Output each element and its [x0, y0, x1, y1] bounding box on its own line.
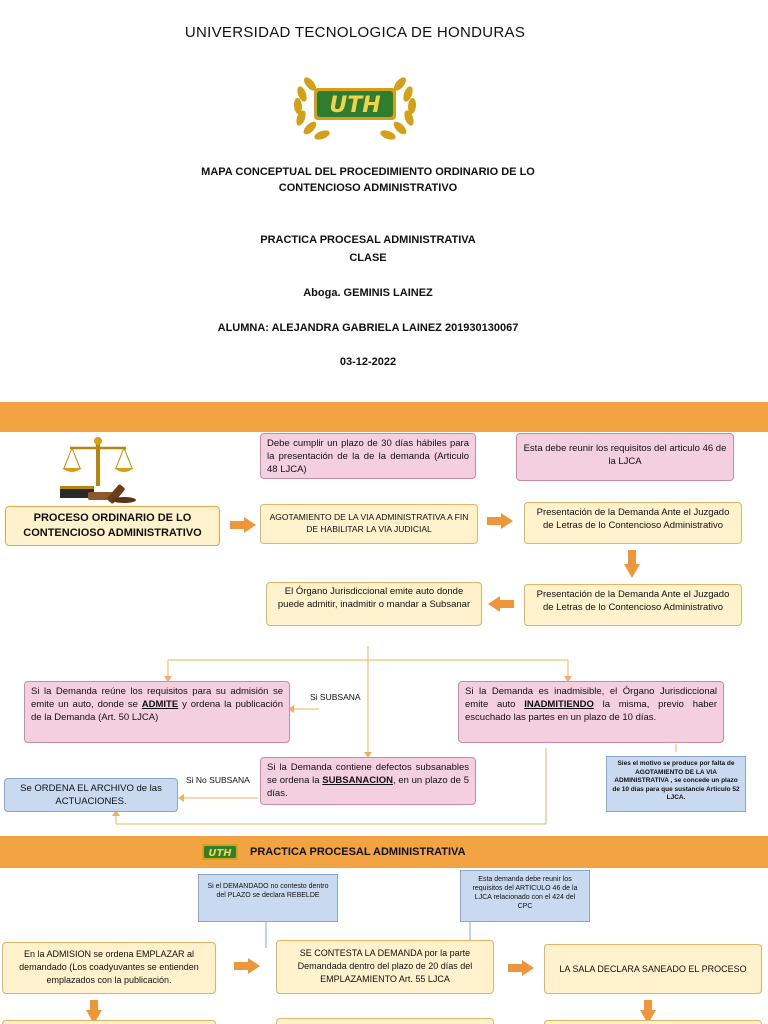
inadmite-keyword: INADMITIENDO — [524, 699, 594, 710]
arrow-down-icon — [86, 1000, 102, 1024]
admision-box: En la ADMISION se ordena EMPLAZAR al dem… — [2, 942, 216, 994]
map-title-line2: CONTENCIOSO ADMINISTRATIVO — [278, 182, 458, 194]
requisitos-note-box: Esta debe reunir los requisitos del arti… — [516, 433, 734, 481]
rebelde-note-box: Si el DEMANDADO no contesto dentro del P… — [198, 874, 338, 922]
admite-keyword: ADMITE — [141, 699, 179, 710]
section-bar-2 — [0, 836, 768, 868]
agotamiento-box: AGOTAMIENTO DE LA VIA ADMINISTRATIVA A F… — [260, 504, 478, 544]
plazo-note-box: Debe cumplir un plazo de 30 días hábiles… — [260, 433, 476, 479]
admite-box: Si la Demanda reúne los requisitos para … — [24, 681, 290, 743]
inadmite-text-pre: Si la Demanda es inadmisible, el Órgano … — [465, 686, 717, 710]
logo-text: UTH — [329, 93, 380, 118]
arrow-right-icon — [234, 958, 260, 974]
organo-box: El Órgano Jurisdiccional emite auto dond… — [266, 582, 482, 626]
university-name: UNIVERSIDAD TECNOLOGICA DE HONDURAS — [184, 24, 526, 41]
inadmite-text-post: la misma, previo haber escuchado las par… — [465, 699, 718, 723]
section-bar-1 — [0, 402, 768, 432]
scales-of-justice-icon — [54, 436, 144, 506]
uth-logo-small: UTH — [196, 840, 244, 864]
main-process-box: PROCESO ORDINARIO DE LO CONTENCIOSO ADMI… — [5, 506, 220, 546]
subsana-keyword: SUBSANACION — [322, 775, 393, 786]
presentacion-box-1: Presentación de la Demanda Ante el Juzga… — [524, 502, 742, 544]
subsana-box: Si la Demanda contiene defectos subsanab… — [260, 757, 476, 805]
map-title-line1: MAPA CONCEPTUAL DEL PROCEDIMIENTO ORDINA… — [201, 166, 535, 178]
date: 03-12-2022 — [339, 356, 397, 368]
arrow-right-icon — [230, 517, 256, 533]
next-box-right — [544, 1020, 762, 1024]
uth-logo: UTH — [288, 64, 422, 146]
si-no-subsana-label: Si No SUBSANA — [186, 775, 250, 785]
next-box-left — [2, 1020, 216, 1024]
requisitos-note-box-2: Esta demanda debe reunir los requisitos … — [460, 870, 590, 922]
admite-text-pre: Si la Demanda reúne los requisitos para … — [31, 686, 283, 710]
student-name: ALUMNA: ALEJANDRA GABRIELA LAINEZ 201930… — [217, 322, 519, 334]
section-2-title: PRACTICA PROCESAL ADMINISTRATIVA — [250, 846, 466, 858]
map1-connectors — [112, 646, 677, 825]
arrow-left-icon — [488, 596, 514, 612]
subsana-text-post: , en un plazo de 5 días. — [267, 775, 469, 799]
arrow-down-icon — [624, 550, 640, 578]
motivo-note-box: Sies el motivo se produce por falta de A… — [606, 756, 746, 812]
laurel-wreath-icon: UTH — [293, 77, 417, 140]
contesta-box: SE CONTESTA LA DEMANDA por la parte Dema… — [276, 940, 494, 994]
arrow-right-icon — [487, 513, 513, 529]
arrow-down-icon — [640, 1000, 656, 1024]
next-box-center — [276, 1018, 494, 1024]
saneado-box: LA SALA DECLARA SANEADO EL PROCESO — [544, 944, 762, 994]
course-subtitle: CLASE — [349, 252, 387, 264]
presentacion-box-2: Presentación de la Demanda Ante el Juzga… — [524, 584, 742, 626]
course-title: PRACTICA PROCESAL ADMINISTRATIVA — [260, 234, 476, 246]
si-subsana-label: Si SUBSANA — [310, 692, 361, 702]
archivo-box: Se ORDENA EL ARCHIVO de las ACTUACIONES. — [4, 778, 178, 812]
arrow-right-icon — [508, 960, 534, 976]
admite-text-post: y ordena la publicación de la Demanda (A… — [31, 699, 283, 723]
inadmite-box: Si la Demanda es inadmisible, el Órgano … — [458, 681, 724, 743]
teacher-name: Aboga. GEMINIS LAINEZ — [303, 287, 433, 299]
subsana-text-pre: Si la Demanda contiene defectos subsanab… — [267, 762, 469, 786]
logo-text-small: UTH — [208, 848, 232, 859]
